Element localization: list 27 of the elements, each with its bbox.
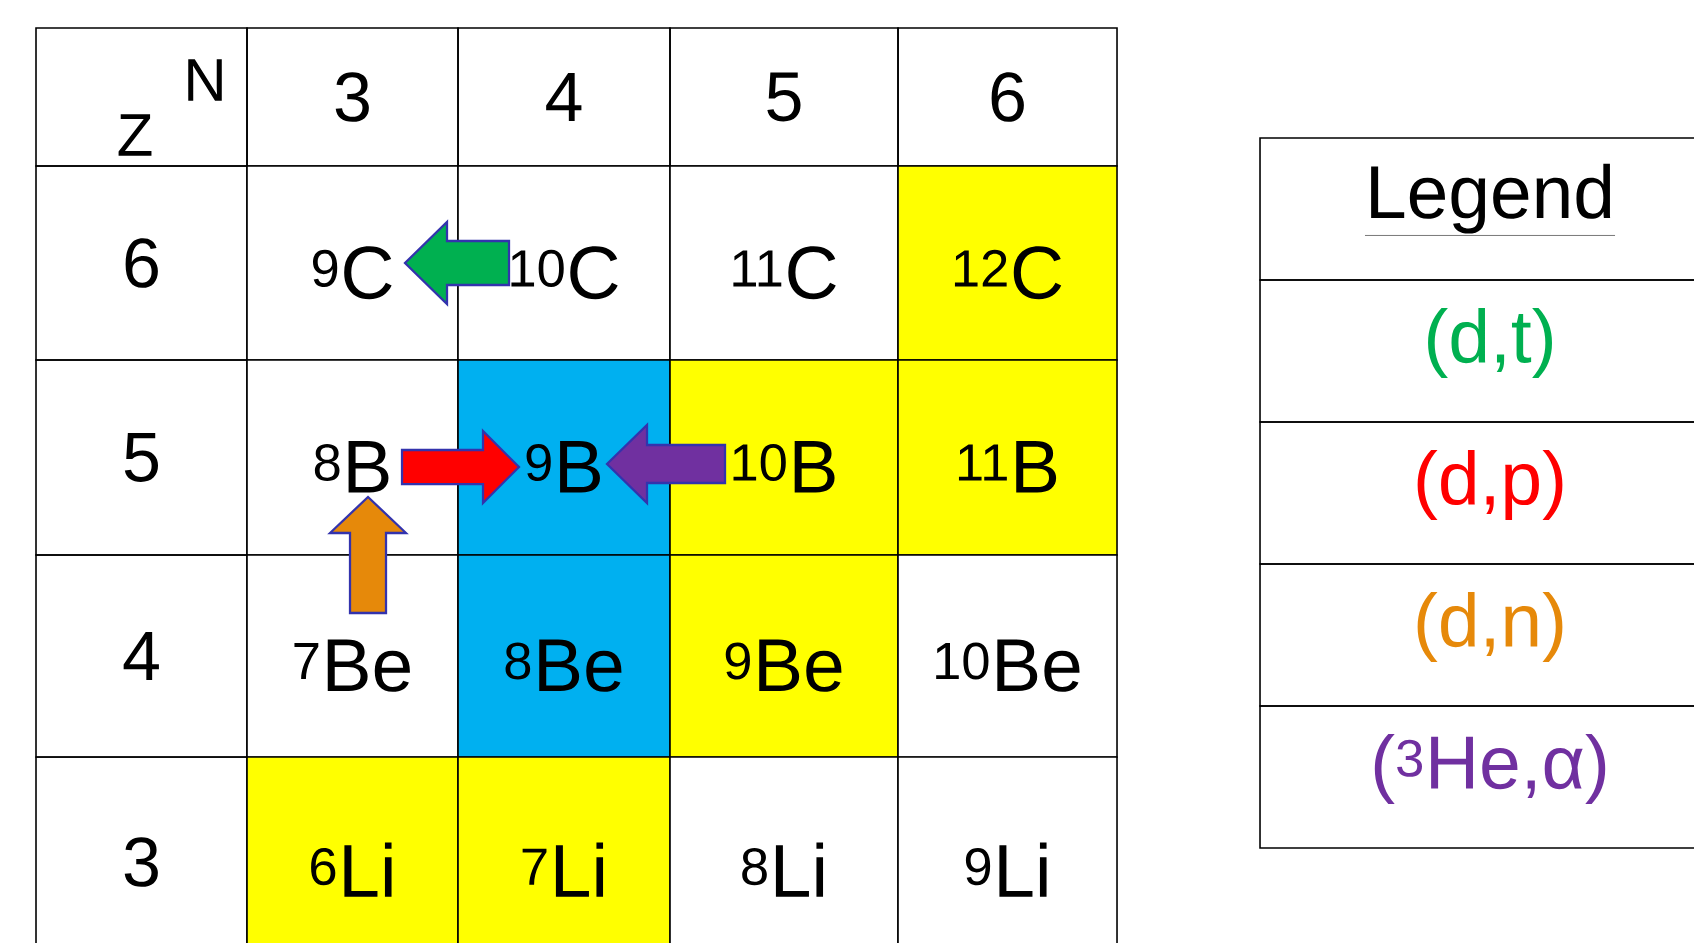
nuclide-cell: $^{8}$Be — [457, 554, 671, 758]
header-cell: 3 — [35, 756, 248, 943]
legend-row: (d,n) — [1259, 563, 1694, 707]
nuclide-cell: $^{7}$Li — [457, 756, 671, 943]
nuclide-cell: $^{9}$Be — [669, 554, 899, 758]
header-cell: N Z — [35, 27, 248, 167]
nuclide-cell: $^{11}$B — [897, 359, 1118, 556]
block-arrow — [400, 428, 521, 506]
nuclide-cell: $^{12}$C — [897, 165, 1118, 361]
nuclide-cell: $^{7}$Be — [246, 554, 459, 758]
nuclide-cell: $^{9}$Li — [897, 756, 1118, 943]
nuclide-cell: $^{6}$Li — [246, 756, 459, 943]
nuclide-cell: $^{10}$C — [457, 165, 671, 361]
block-arrow — [327, 495, 409, 615]
nuclide-cell: $^{9}$C — [246, 165, 459, 361]
nuclide-cell: $^{10}$Be — [897, 554, 1118, 758]
legend-title: Legend — [1259, 137, 1694, 281]
legend-row: (d,t) — [1259, 279, 1694, 423]
nuclide-cell: $^{10}$B — [669, 359, 899, 556]
block-arrow — [403, 219, 511, 307]
block-arrow — [605, 422, 727, 506]
node-label: $^{8}$Li — [742, 842, 824, 897]
legend-row: (d,p) — [1259, 421, 1694, 565]
legend-row: ($^{3}$He,α) — [1259, 705, 1694, 849]
nuclide-cell: $^{11}$C — [669, 165, 899, 361]
nuclide-cell: $^{8}$Li — [669, 756, 899, 943]
node-label: $^{6}$Li — [311, 842, 392, 897]
